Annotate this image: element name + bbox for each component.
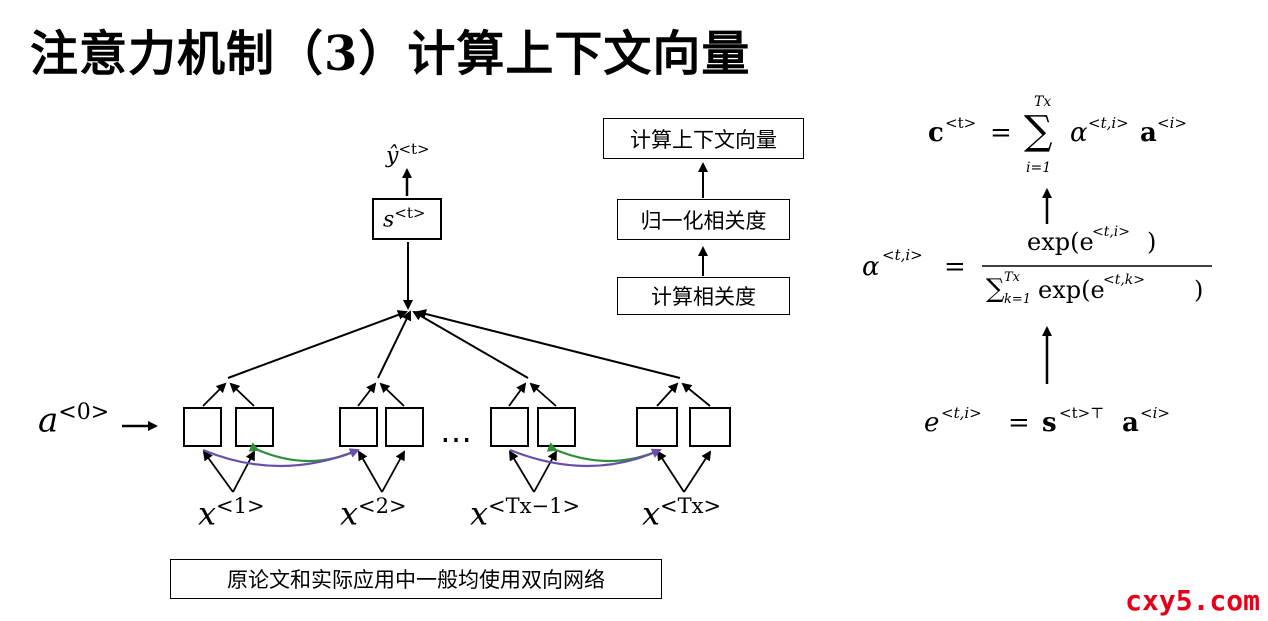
bi-rnn-pair-1 (183, 382, 274, 493)
flow-step-context-vector: 计算上下文向量 (603, 118, 804, 159)
energy-formula: e <t,i> = s <t>⊤ a <i> (924, 404, 1170, 438)
flow-step-normalize: 归一化相关度 (617, 199, 790, 240)
backward-connection-2 (509, 448, 662, 468)
pair1-up-arrow (227, 310, 408, 379)
backward-connection-1 (202, 448, 360, 468)
bidirectional-note: 原论文和实际应用中一般均使用双向网络 (170, 559, 662, 599)
alpha-softmax-formula: α <t,i> = exp(e <t,i> ) ∑ Tx k=1 exp(e <… (862, 224, 1204, 307)
bi-rnn-pair-3 (490, 382, 576, 493)
yhat-label: ŷ<t> (386, 140, 430, 169)
input-x2-label: x<2> (340, 494, 407, 533)
ellipsis: … (440, 412, 472, 450)
pair3-up-arrow (412, 310, 529, 379)
s-label: s<t> (383, 204, 426, 233)
page-title: 注意力机制（3）计算上下文向量 (30, 26, 751, 82)
input-xtx-1-label: x<Tx−1> (470, 494, 581, 533)
input-xtx-label: x<Tx> (642, 494, 722, 533)
s-state-box (372, 198, 442, 240)
watermark: cxy5.com (1125, 584, 1260, 617)
flow-step-relevance: 计算相关度 (617, 277, 790, 315)
pair2-up-arrow (377, 310, 412, 379)
pair4-up-arrow (416, 309, 681, 379)
input-x1-label: x<1> (198, 494, 265, 533)
bi-rnn-pair-4 (636, 382, 731, 493)
bi-rnn-pair-2 (339, 382, 424, 493)
a0-label: a<0> (38, 400, 110, 441)
context-vector-formula: c <t> = Tx ∑ i=1 α <t,i> a <i> (928, 94, 1187, 176)
